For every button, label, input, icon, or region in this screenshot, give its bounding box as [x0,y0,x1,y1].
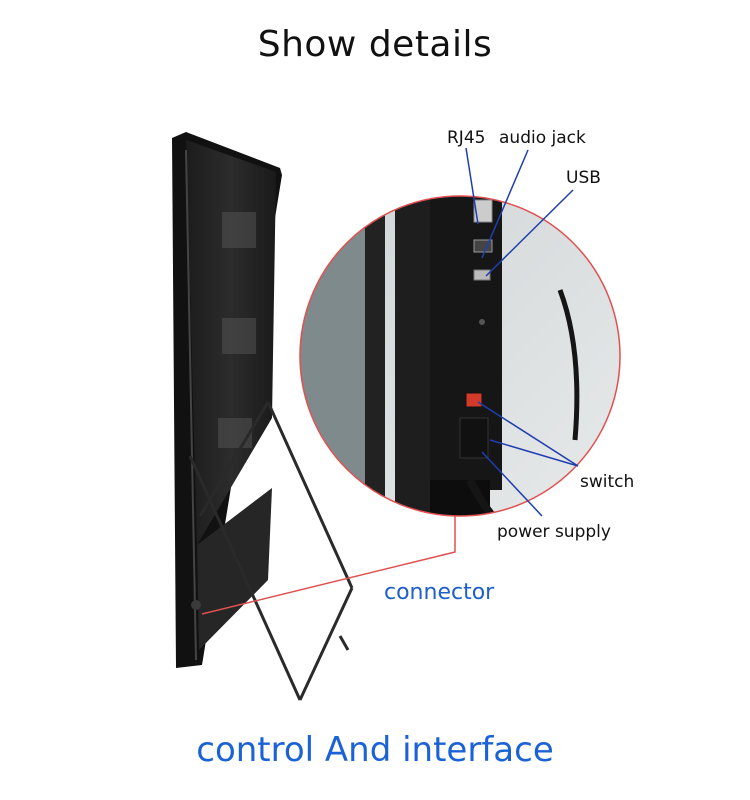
footer-title: control And interface [196,730,554,770]
led-poster-panel [172,132,282,668]
usb-port-icon [473,269,491,281]
speaker-grill-upper [222,212,256,248]
callout-switch: switch [580,472,635,492]
power-plug-icon [459,417,489,459]
speaker-grill-middle [222,318,256,354]
callout-lines [465,147,579,517]
folding-stand-frame [188,401,354,701]
callout-usb: USB [566,168,601,188]
audio-jack-port [473,239,493,253]
connector-pointer-line [201,500,456,615]
connector-label: connector [384,580,495,605]
rj45-port-icon [473,199,493,223]
power-switch-icon [465,392,483,408]
callout-power-supply: power supply [497,522,611,542]
callout-rj45: RJ45 [447,128,486,148]
connector-port [191,600,201,610]
speaker-grill-lower [218,418,252,448]
page-title: Show details [257,24,493,65]
zoom-detail-circle [299,195,621,517]
callout-audio-jack: audio jack [499,128,586,148]
